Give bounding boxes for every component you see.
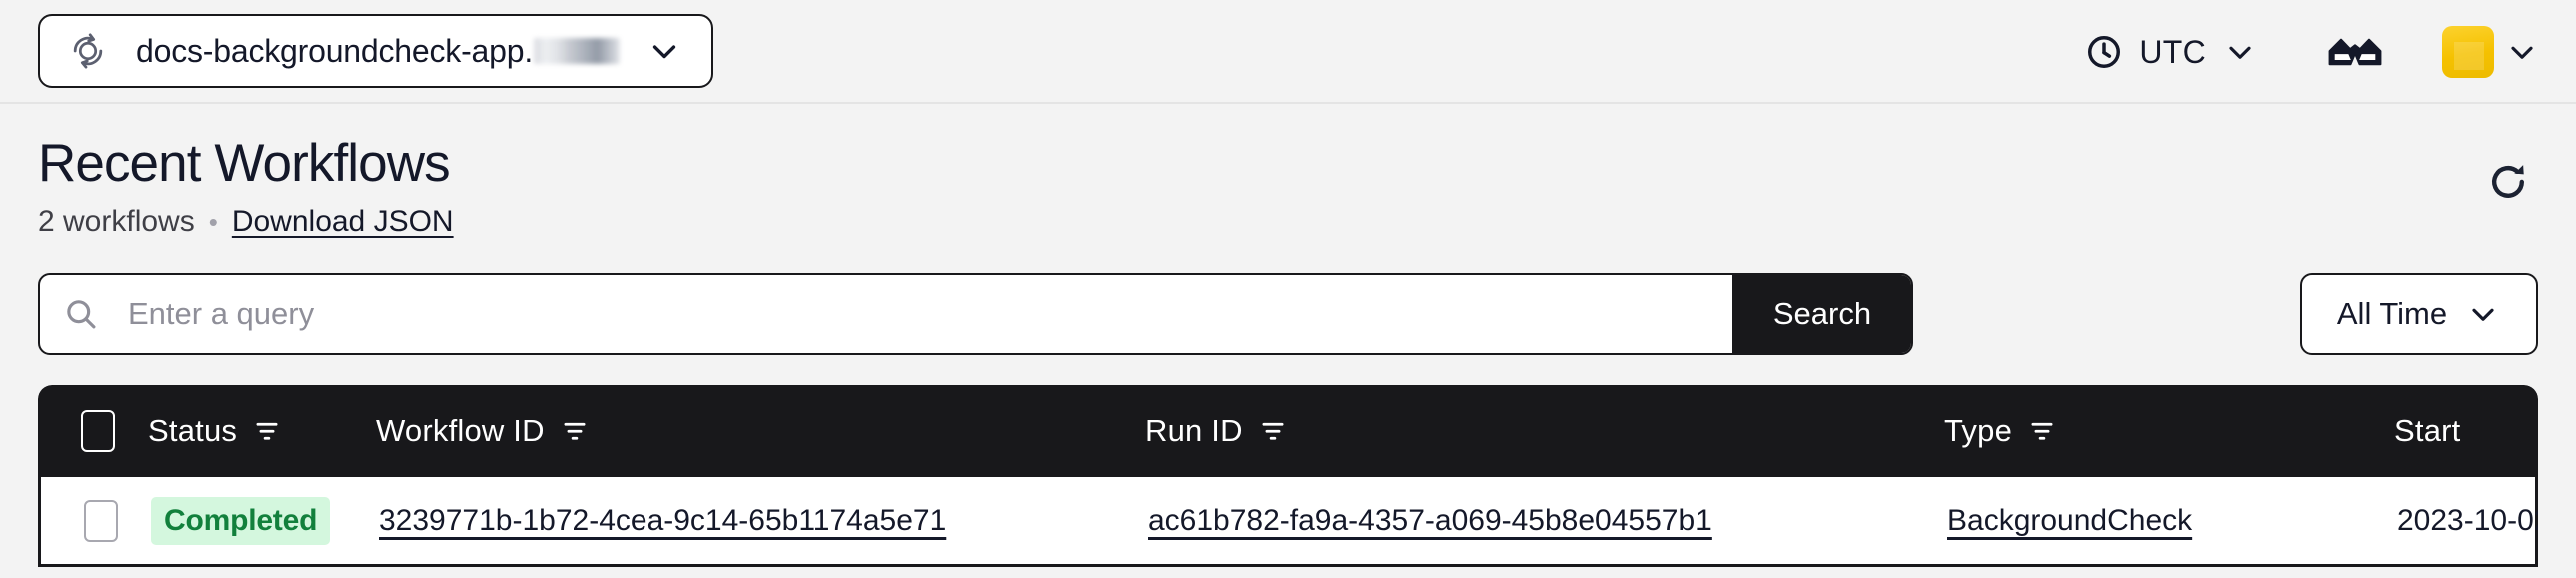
search-icon-box [40, 275, 122, 353]
chevron-down-icon[interactable] [645, 32, 683, 70]
run-id-link[interactable]: ac61b782-fa9a-4357-a069-45b8e04557b1 [1148, 503, 1712, 537]
3d-glasses-icon [2328, 38, 2382, 66]
page-body: Recent Workflows 2 workflows • Download … [0, 104, 2576, 568]
avatar [2442, 26, 2494, 78]
page-heading: Recent Workflows 2 workflows • Download … [38, 104, 2538, 239]
column-header-type-label: Type [1944, 413, 2013, 449]
cell-type: BackgroundCheck [1947, 504, 2397, 538]
select-all-cell [38, 410, 148, 453]
namespace-redacted-block [534, 37, 621, 64]
column-header-start[interactable]: Start [2394, 413, 2538, 449]
row-select-cell [41, 499, 151, 542]
search-bar: Search [38, 273, 1913, 356]
separator-dot: • [208, 207, 218, 238]
chevron-down-icon[interactable] [2504, 34, 2540, 70]
column-header-run-id-label: Run ID [1145, 413, 1243, 449]
workflow-id-link[interactable]: 3239771b-1b72-4cea-9c14-65b1174a5e71 [379, 503, 947, 537]
timezone-label: UTC [2139, 33, 2206, 70]
column-header-status[interactable]: Status [148, 413, 376, 449]
start-time-text: 2023-10-02 UT [2397, 503, 2538, 537]
data-encoder-button[interactable] [2318, 15, 2392, 89]
row-select-checkbox[interactable] [84, 499, 118, 542]
status-badge: Completed [151, 496, 331, 545]
chevron-down-icon[interactable] [2222, 34, 2258, 70]
refresh-icon [2492, 165, 2525, 198]
filter-icon[interactable] [1259, 417, 1287, 445]
time-range-label: All Time [2336, 296, 2448, 332]
cell-start: 2023-10-02 UT [2397, 504, 2538, 538]
search-input[interactable] [122, 275, 1732, 354]
column-header-workflow-id[interactable]: Workflow ID [376, 413, 1145, 449]
column-header-workflow-id-label: Workflow ID [376, 413, 545, 449]
page-title: Recent Workflows [38, 134, 451, 193]
column-header-run-id[interactable]: Run ID [1145, 413, 1944, 449]
refresh-button[interactable] [2478, 152, 2538, 212]
select-all-checkbox[interactable] [81, 410, 115, 453]
column-header-start-label: Start [2394, 413, 2461, 449]
clock-icon [2088, 36, 2121, 68]
cell-workflow-id: 3239771b-1b72-4cea-9c14-65b1174a5e71 [379, 504, 1148, 538]
namespace-label-text: docs-backgroundcheck-app. [136, 32, 534, 69]
namespace-circular-arrow-icon [73, 33, 103, 69]
search-icon [67, 300, 96, 329]
page-subline: 2 workflows • Download JSON [38, 205, 2538, 239]
cell-run-id: ac61b782-fa9a-4357-a069-45b8e04557b1 [1148, 504, 1947, 538]
download-json-link[interactable]: Download JSON [231, 205, 454, 239]
top-bar-right-controls: UTC [2071, 0, 2540, 104]
filter-icon[interactable] [253, 417, 281, 445]
user-menu[interactable] [2442, 26, 2540, 78]
table-row[interactable]: Completed 3239771b-1b72-4cea-9c14-65b117… [38, 477, 2538, 568]
column-header-status-label: Status [148, 413, 238, 449]
cell-status: Completed [151, 496, 379, 545]
table-header-row: Status Workflow ID Run ID [38, 385, 2538, 478]
column-header-type[interactable]: Type [1944, 413, 2394, 449]
search-button[interactable]: Search [1732, 275, 1911, 354]
chevron-down-icon[interactable] [2465, 296, 2501, 332]
filter-icon[interactable] [561, 417, 589, 445]
filter-icon[interactable] [2028, 417, 2056, 445]
workflow-count: 2 workflows [38, 205, 195, 239]
timezone-selector[interactable]: UTC [2071, 23, 2272, 81]
workflows-table: Status Workflow ID Run ID [38, 385, 2538, 568]
namespace-selector[interactable]: docs-backgroundcheck-app. [38, 14, 714, 88]
namespace-label: docs-backgroundcheck-app. [136, 32, 621, 70]
search-row: Search All Time [38, 273, 2538, 356]
top-bar: docs-backgroundcheck-app. UTC [0, 0, 2576, 104]
workflow-type-link[interactable]: BackgroundCheck [1947, 503, 2193, 537]
time-range-filter[interactable]: All Time [2300, 273, 2538, 356]
